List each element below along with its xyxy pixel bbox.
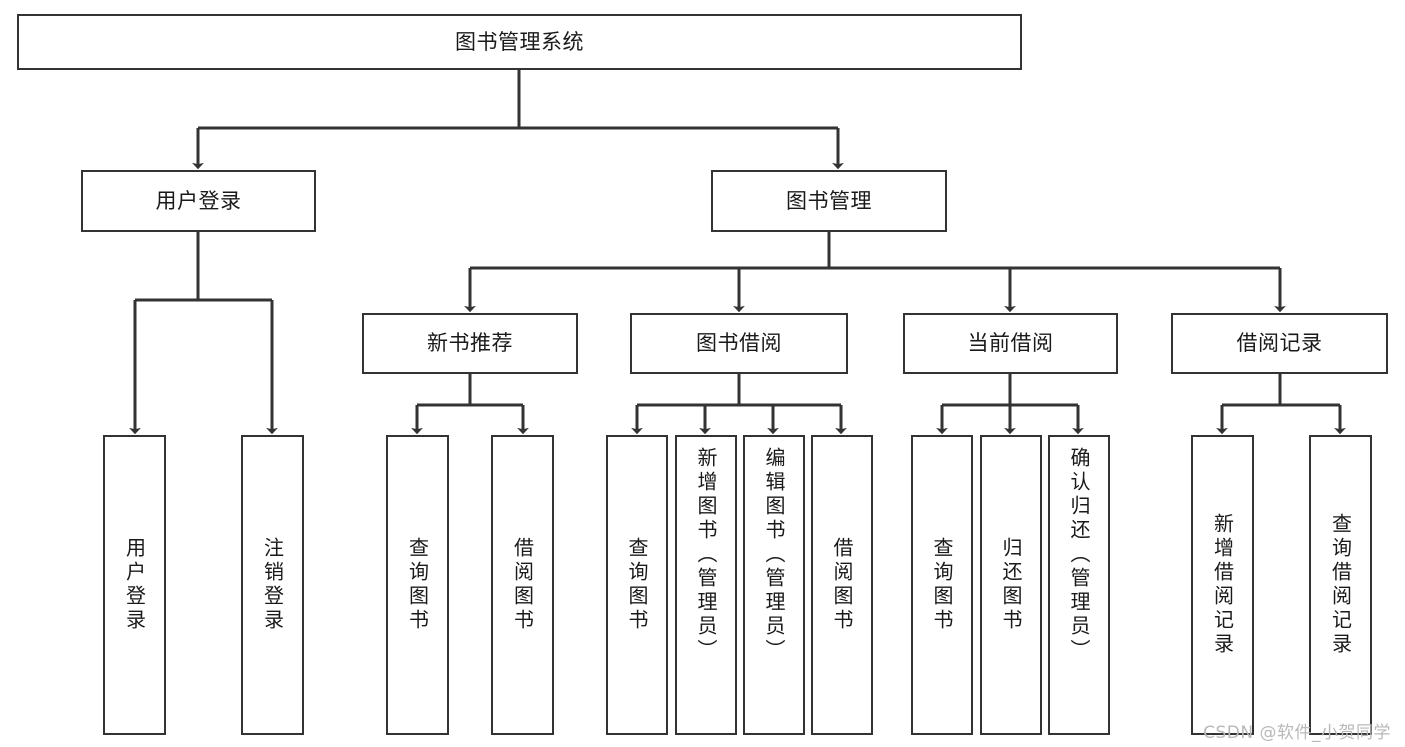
node-label: 借阅记录: [1236, 331, 1323, 356]
node-label: 当前借阅: [967, 331, 1054, 356]
node-label: 新增图书（管理员）: [694, 447, 718, 663]
node-label: 借阅图书: [830, 537, 854, 633]
leaf-borrow-edit-book-admin[interactable]: 编辑图书（管理员）: [743, 435, 805, 735]
node-borrow-record[interactable]: 借阅记录: [1171, 313, 1388, 374]
node-label: 用户登录: [122, 537, 147, 633]
node-label: 注销登录: [260, 537, 285, 633]
node-label: 图书借阅: [696, 331, 782, 356]
leaf-current-return-book[interactable]: 归还图书: [980, 435, 1042, 735]
leaf-record-query-borrow-record[interactable]: 查询借阅记录: [1309, 435, 1372, 735]
node-label: 归还图书: [999, 537, 1023, 633]
node-label: 借阅图书: [510, 537, 535, 633]
node-label: 新书推荐: [427, 331, 513, 356]
leaf-borrow-query-book[interactable]: 查询图书: [606, 435, 668, 735]
leaf-user-logout[interactable]: 注销登录: [241, 435, 304, 735]
watermark-text: CSDN @软件_小贺同学: [1203, 723, 1391, 743]
node-label: 图书管理: [786, 188, 872, 213]
node-label: 查询图书: [625, 537, 649, 633]
leaf-borrow-add-book-admin[interactable]: 新增图书（管理员）: [675, 435, 737, 735]
node-label: 查询图书: [405, 537, 430, 633]
node-label: 确认归还（管理员）: [1067, 447, 1091, 663]
leaf-current-query-book[interactable]: 查询图书: [911, 435, 973, 735]
node-label: 图书管理系统: [455, 29, 584, 54]
node-book-management[interactable]: 图书管理: [711, 170, 947, 232]
node-label: 编辑图书（管理员）: [762, 447, 786, 663]
node-label: 新增借阅记录: [1210, 513, 1235, 657]
node-new-book-recommend[interactable]: 新书推荐: [362, 313, 578, 374]
leaf-user-login-do[interactable]: 用户登录: [103, 435, 166, 735]
node-book-borrow[interactable]: 图书借阅: [630, 313, 848, 374]
node-root-book-management-system[interactable]: 图书管理系统: [17, 14, 1022, 70]
leaf-recommend-borrow-book[interactable]: 借阅图书: [491, 435, 554, 735]
leaf-borrow-borrow-book[interactable]: 借阅图书: [811, 435, 873, 735]
node-label: 查询图书: [930, 537, 954, 633]
node-user-login[interactable]: 用户登录: [81, 170, 316, 232]
node-label: 用户登录: [155, 188, 242, 213]
leaf-current-confirm-return-admin[interactable]: 确认归还（管理员）: [1048, 435, 1110, 735]
leaf-record-add-borrow-record[interactable]: 新增借阅记录: [1191, 435, 1254, 735]
node-current-borrow[interactable]: 当前借阅: [903, 313, 1118, 374]
leaf-recommend-query-book[interactable]: 查询图书: [386, 435, 449, 735]
node-label: 查询借阅记录: [1328, 513, 1353, 657]
